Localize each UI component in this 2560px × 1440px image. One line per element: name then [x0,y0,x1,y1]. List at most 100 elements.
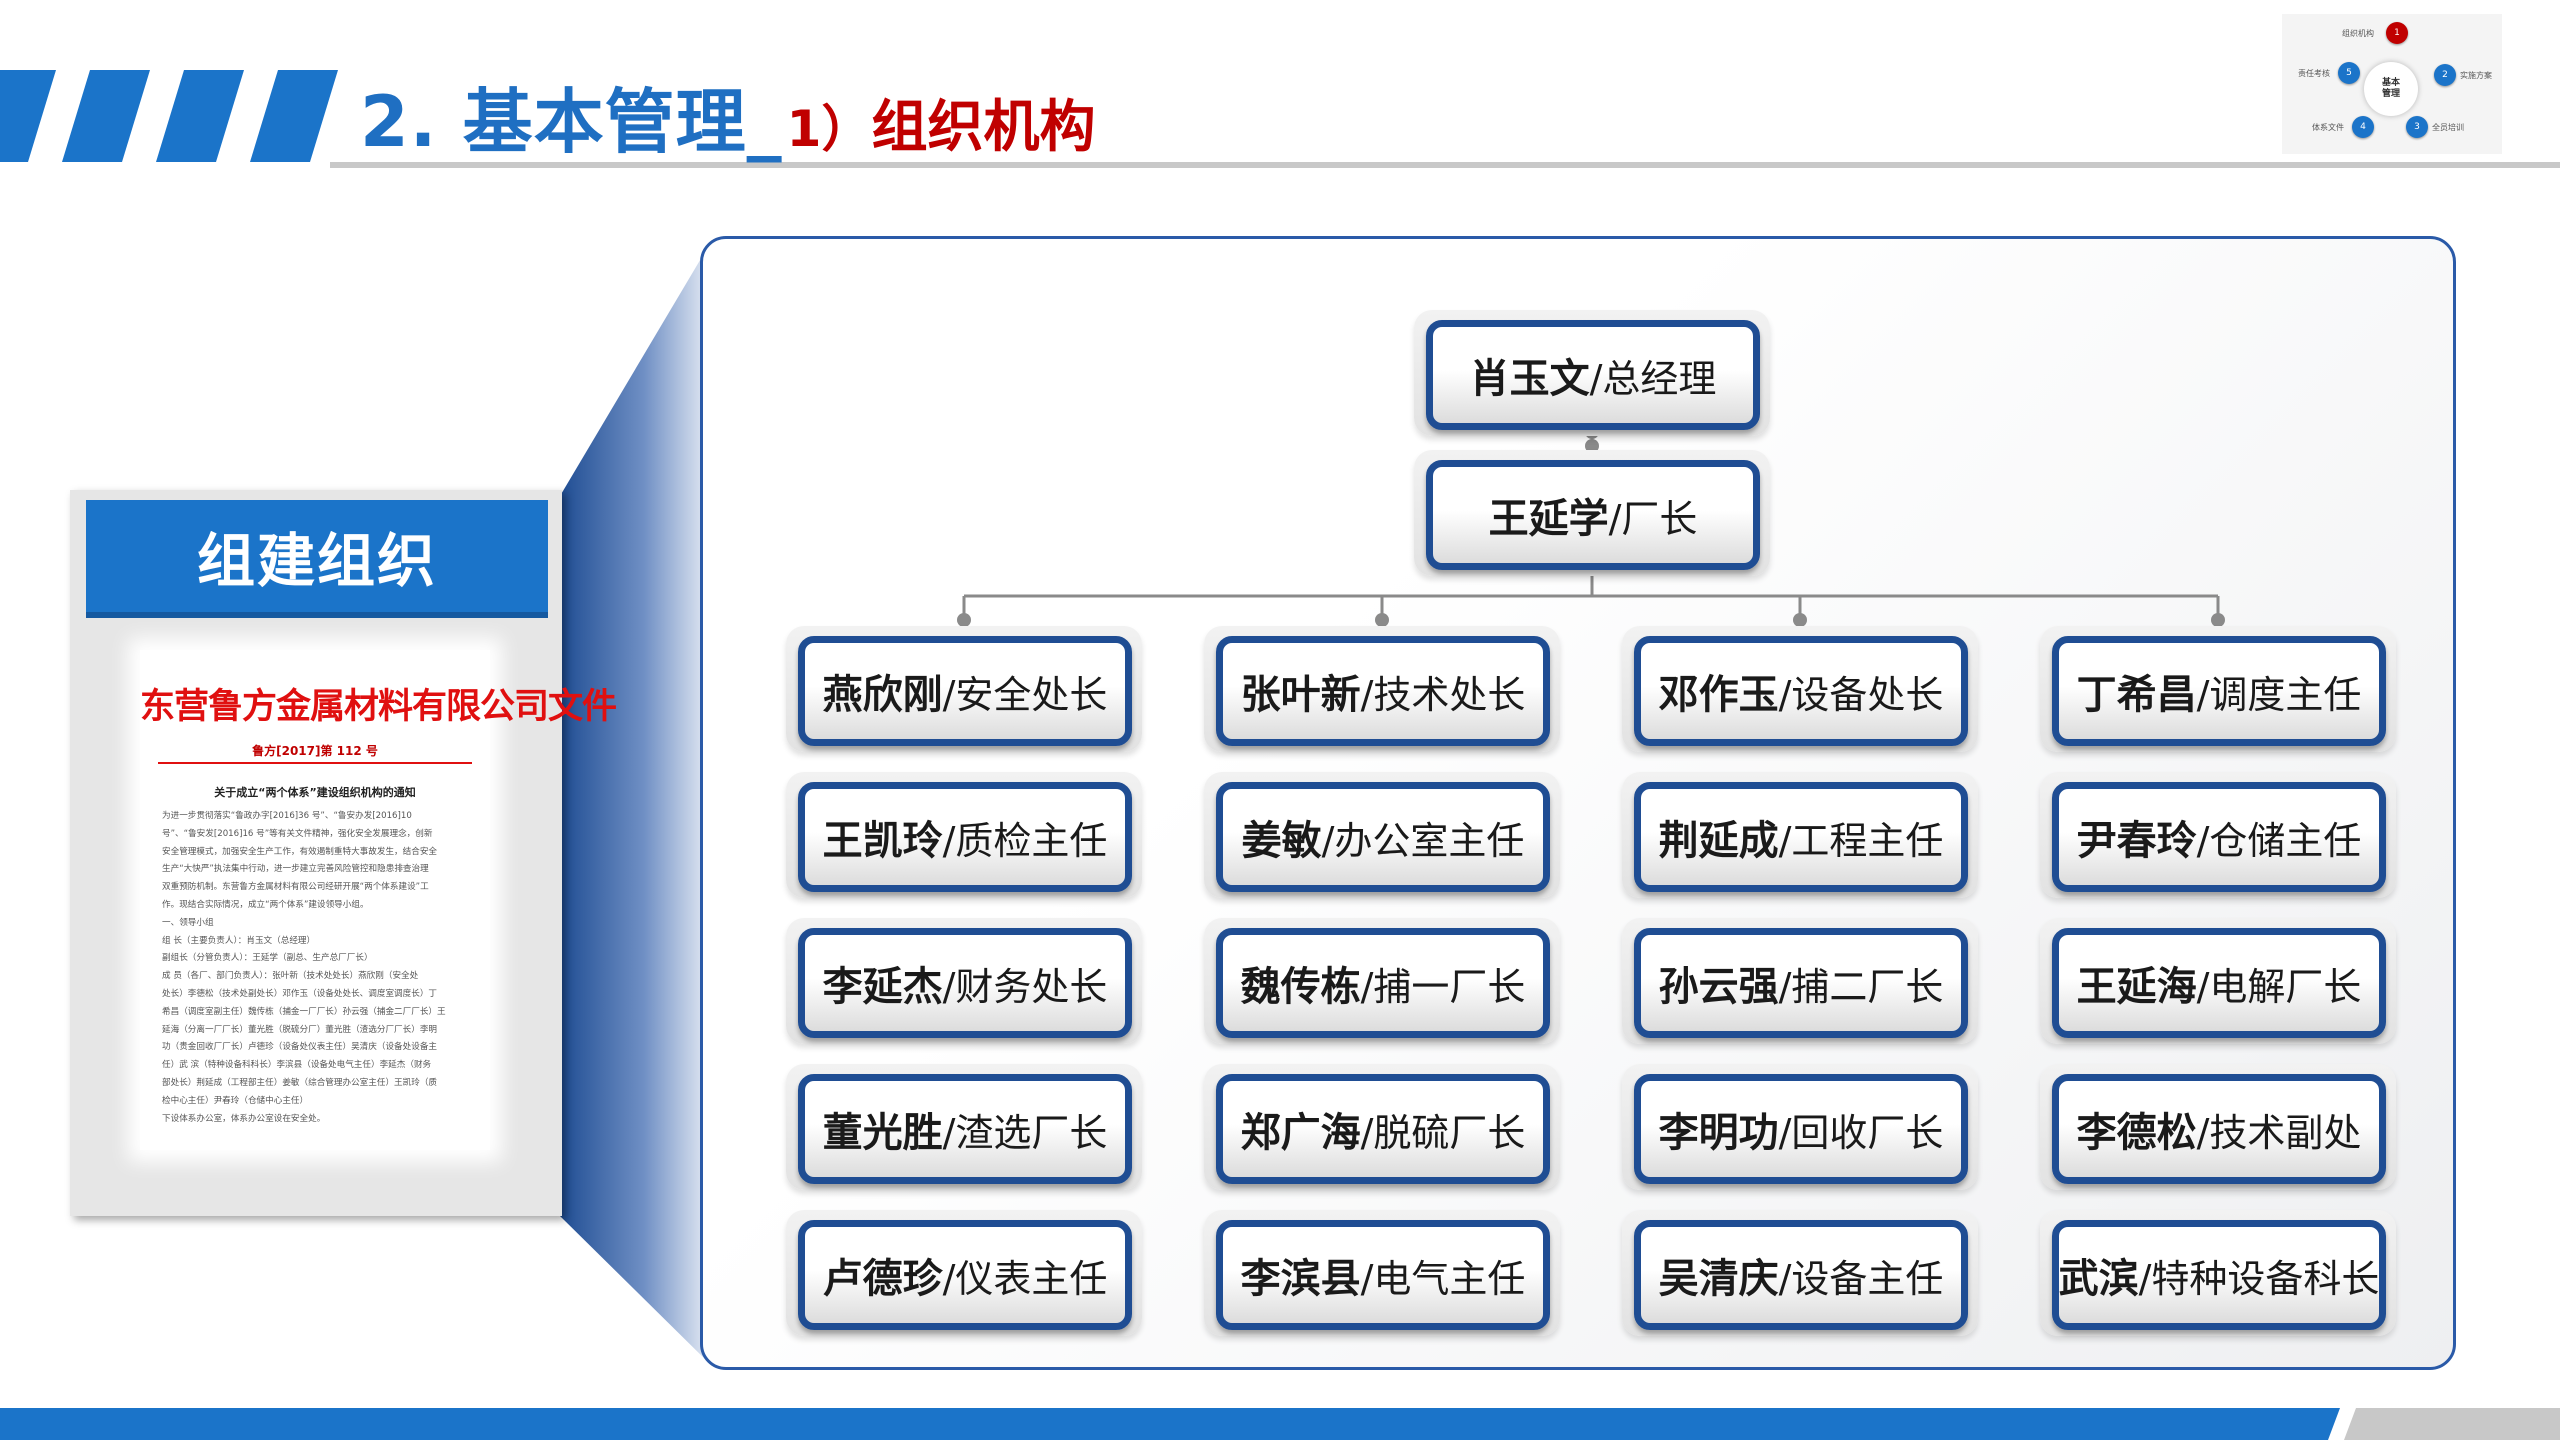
document-line: 功（贵金回收厂厂长）卢德珍（设备处仪表主任）吴清庆（设备处设备主 [162,1042,438,1053]
org-node-r2c0[interactable]: 李延杰/财务处长 [786,918,1142,1044]
org-node-box: 吴清庆/设备主任 [1634,1220,1968,1330]
org-node-r0c3[interactable]: 丁希昌/调度主任 [2040,626,2396,752]
org-node-r2c1[interactable]: 魏传栋/捕一厂长 [1204,918,1560,1044]
org-node-name: 王延学 [1488,496,1609,542]
org-node-role: /技术副处 [2196,1110,2362,1155]
org-node-role: /安全处长 [942,672,1108,717]
footer-band [0,1408,2560,1440]
connector-dot-branch [2211,613,2225,627]
document-line: 任）武 滨（特种设备科科长）李滨县（设备处电气主任）李延杰（财务 [162,1060,432,1071]
section-nav-wheel: 基本 管理 1 组织机构 2 实施方案 3 全员培训 4 体系文件 5 责任考核 [2282,14,2502,154]
document-line: 成 员（各厂、部门负责人）：张叶新（技术处处长）燕欣刚（安全处 [162,971,419,982]
document-line: 为进一步贯彻落实“鲁政办字[2016]36 号”、“鲁安办发[2016]10 [162,811,412,821]
document-line: 生产“大快严”执法集中行动，进一步建立完善风险管控和隐患排查治理 [162,864,429,875]
org-node-role: /仪表主任 [942,1256,1108,1301]
connector-dot-branch [957,613,971,627]
org-node-r4c1[interactable]: 李滨县/电气主任 [1204,1210,1560,1336]
connector-dot-branch [1375,613,1389,627]
document-line: 一、领导小组 [162,917,214,928]
nav-center-line1: 基本 [2381,78,2400,88]
org-node-r1c3[interactable]: 尹春玲/仓储主任 [2040,772,2396,898]
document-card-heading-text: 组建组织 [196,527,437,595]
document-number: 鲁方[2017]第 112 号 [252,744,378,758]
org-node-r2c3[interactable]: 王延海/电解厂长 [2040,918,2396,1044]
org-node-r0c0[interactable]: 燕欣刚/安全处长 [786,626,1142,752]
nav-label-1: 组织机构 [2342,29,2374,38]
document-line: 安全管理模式，加强安全生产工作，有效遏制重特大事故发生，结合安全 [162,846,438,857]
org-node-name: 王延海 [2076,964,2197,1010]
org-node-name: 邓作玉 [1658,672,1779,718]
org-node-r0c1[interactable]: 张叶新/技术处长 [1204,626,1560,752]
connector-dot-branch [1793,613,1807,627]
org-node-name: 董光胜 [822,1110,943,1156]
org-node-box: 燕欣刚/安全处长 [798,636,1132,746]
org-node-r3c2[interactable]: 李明功/回收厂长 [1622,1064,1978,1190]
nav-item-1[interactable]: 1 [2386,22,2408,44]
org-node-role: /设备处长 [1778,672,1944,717]
document-line: 延海（分离一厂厂长）董光胜（脱硫分厂）董光胜（渣选分厂厂长）李明 [162,1024,438,1035]
org-node-name: 卢德珍 [822,1256,943,1302]
org-node-name: 丁希昌 [2076,672,2197,718]
title-sub-number: 1） [786,100,872,158]
page-title: 2. 基本管理_ 1） 组织机构 [360,66,1095,163]
org-node-role: /技术处长 [1360,672,1526,717]
org-node-r3c0[interactable]: 董光胜/渣选厂长 [786,1064,1142,1190]
org-node-box: 姜敏/办公室主任 [1216,782,1550,892]
org-node-top-1[interactable]: 王延学/厂长 [1414,450,1770,576]
document-line: 希昌（调度室副主任）魏传栋（捕金一厂厂长）孙云强（捕金二厂厂长）王 [162,1006,446,1017]
nav-item-5[interactable]: 5 [2338,62,2360,84]
org-node-r1c0[interactable]: 王凯玲/质检主任 [786,772,1142,898]
document-line: 组 长（主要负责人）：肖玉文（总经理） [162,935,316,946]
nav-item-2[interactable]: 2 [2434,64,2456,86]
org-node-box: 武滨/特种设备科长 [2052,1220,2386,1330]
org-node-name: 李德松 [2076,1110,2197,1156]
org-node-name: 王凯玲 [822,818,943,864]
header-stripes [0,70,338,162]
nav-label-4: 体系文件 [2312,123,2344,132]
org-node-r0c2[interactable]: 邓作玉/设备处长 [1622,626,1978,752]
org-node-r3c3[interactable]: 李德松/技术副处 [2040,1064,2396,1190]
org-node-name: 荆延成 [1658,818,1779,864]
title-sub: 组织机构 [871,95,1096,160]
org-node-r4c2[interactable]: 吴清庆/设备主任 [1622,1210,1978,1336]
org-node-role: /渣选厂长 [942,1110,1108,1155]
org-node-top-0[interactable]: 肖玉文/总经理 [1414,310,1770,436]
org-node-name: 燕欣刚 [822,672,943,718]
org-node-r4c3[interactable]: 武滨/特种设备科长 [2040,1210,2396,1336]
nav-item-3[interactable]: 3 [2406,116,2428,138]
org-node-box: 郑广海/脱硫厂长 [1216,1074,1550,1184]
org-node-box: 王延海/电解厂长 [2052,928,2386,1038]
org-node-role: /仓储主任 [2196,818,2362,863]
document-card-heading: 组建组织 [86,500,548,618]
org-node-role: /总经理 [1589,356,1717,401]
document-line: 号”、“鲁安发[2016]16 号”等有关文件精神，强化安全发展理念，创新 [162,828,433,839]
org-node-name: 孙云强 [1658,964,1779,1010]
org-node-box: 王凯玲/质检主任 [798,782,1132,892]
nav-item-4[interactable]: 4 [2352,116,2374,138]
org-node-name: 魏传栋 [1240,964,1361,1010]
org-node-box: 肖玉文/总经理 [1426,320,1760,430]
org-node-box: 尹春玲/仓储主任 [2052,782,2386,892]
document-red-rule [158,762,472,764]
org-node-r3c1[interactable]: 郑广海/脱硫厂长 [1204,1064,1560,1190]
org-node-box: 王延学/厂长 [1426,460,1760,570]
org-node-box: 孙云强/捕二厂长 [1634,928,1968,1038]
header-divider [330,162,2560,168]
document-line: 检中心主任）尹春玲（仓储中心主任） [162,1095,309,1106]
org-node-name: 姜敏 [1241,818,1322,864]
org-node-role: /回收厂长 [1778,1110,1944,1155]
org-node-role: /厂长 [1608,496,1698,541]
org-node-role: /办公室主任 [1321,818,1525,863]
org-node-r4c0[interactable]: 卢德珍/仪表主任 [786,1210,1142,1336]
org-node-r1c2[interactable]: 荆延成/工程主任 [1622,772,1978,898]
document-notice-title: 关于成立“两个体系”建设组织机构的通知 [214,786,416,799]
org-node-r2c2[interactable]: 孙云强/捕二厂长 [1622,918,1978,1044]
org-node-name: 李明功 [1658,1110,1779,1156]
org-node-r1c1[interactable]: 姜敏/办公室主任 [1204,772,1560,898]
org-node-name: 李滨县 [1240,1256,1361,1302]
org-node-role: /捕一厂长 [1360,964,1526,1009]
document-line: 下设体系办公室，体系办公室设在安全处。 [162,1113,326,1124]
org-node-name: 张叶新 [1240,672,1361,718]
nav-center[interactable]: 基本 管理 [2364,62,2418,116]
